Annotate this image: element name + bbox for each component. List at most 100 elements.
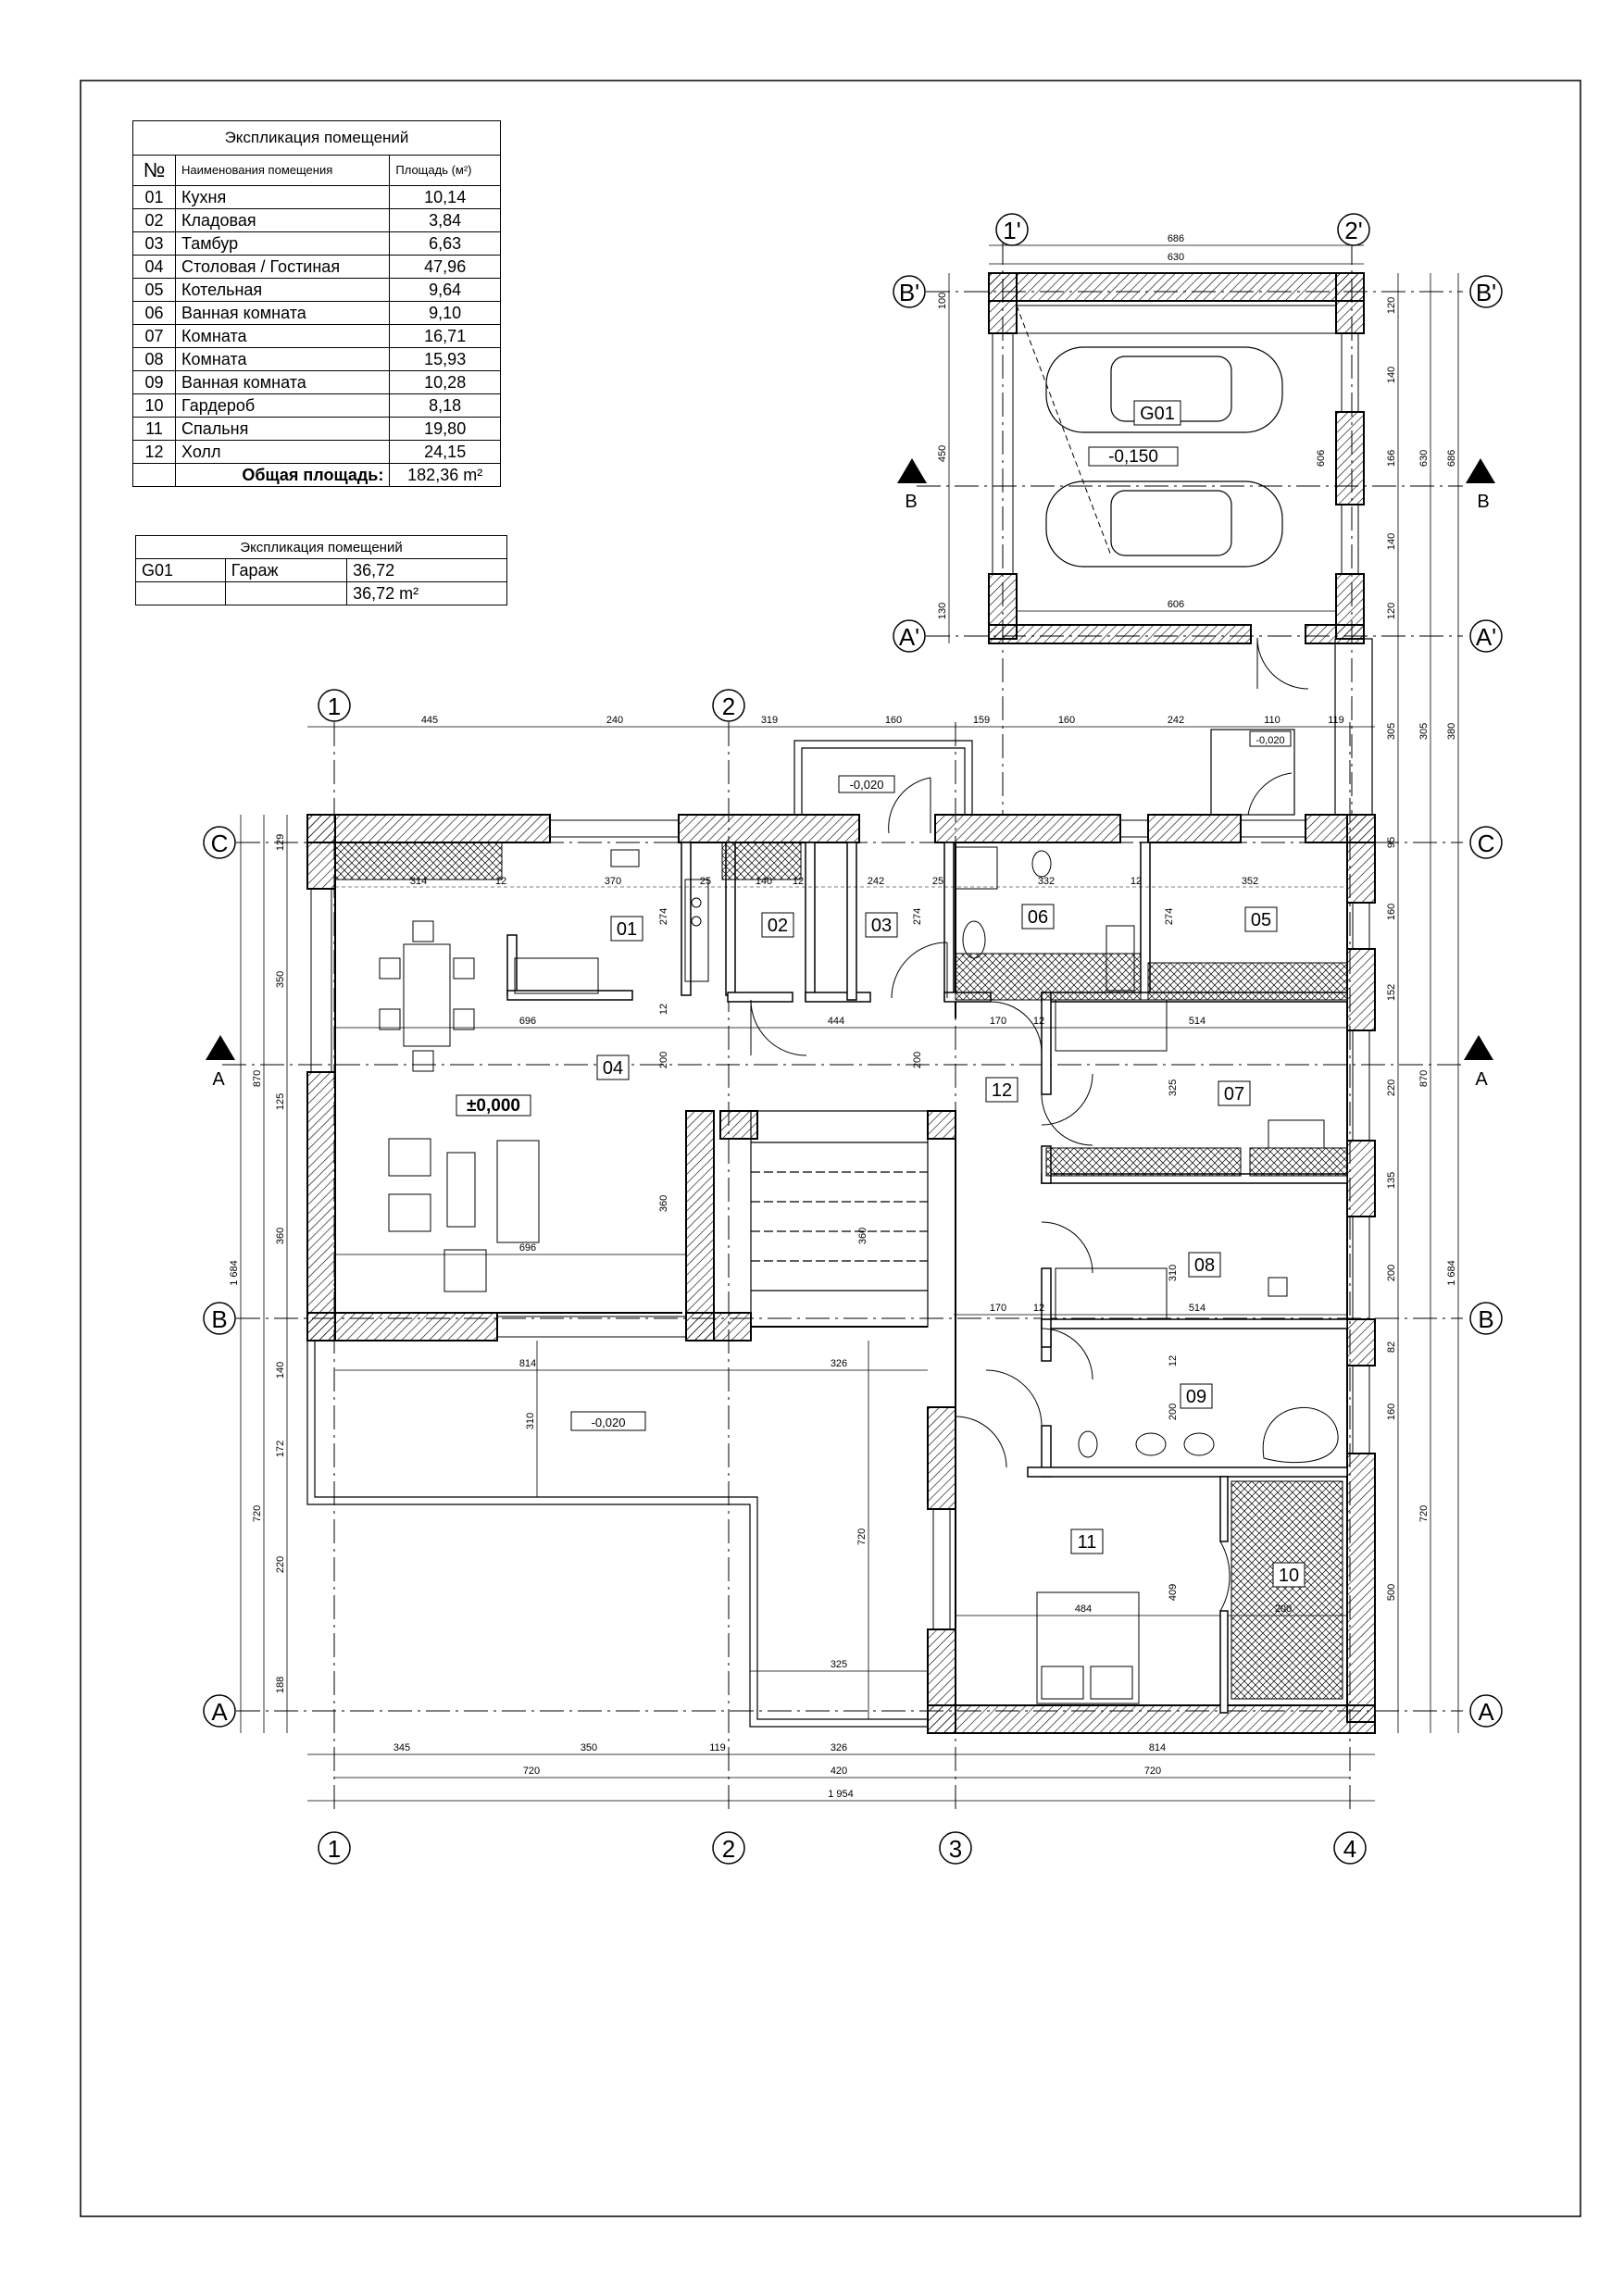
explication-title: Экспликация помещений xyxy=(132,120,501,156)
axis-label-3-bottom: 3 xyxy=(949,1835,962,1863)
dim-right-total: 1 684 xyxy=(1446,1260,1457,1286)
windows xyxy=(310,819,1370,1629)
dim-left-total: 1 684 xyxy=(229,1260,240,1286)
dim-right-0: 95 xyxy=(1386,837,1397,848)
axis-bubble-bp-left xyxy=(893,275,926,308)
dim-in-200c: 200 xyxy=(1168,1404,1179,1420)
row-no: 04 xyxy=(131,255,177,279)
row-area: 3,84 xyxy=(389,208,501,232)
toilet-icon-06 xyxy=(1031,850,1052,878)
axis-bubbles xyxy=(203,213,1503,1865)
dim-in-274a: 274 xyxy=(658,908,669,925)
dim-top-2: 319 xyxy=(761,715,778,726)
row-no: 09 xyxy=(131,370,177,394)
axis-label-bp-right: B' xyxy=(1476,279,1496,306)
axis-label-1-bottom: 1 xyxy=(328,1835,341,1863)
axis-bubble-ap-right xyxy=(1469,619,1503,653)
dim-in-332: 332 xyxy=(1038,876,1055,887)
dim-in-814: 814 xyxy=(519,1358,536,1369)
dim-in-352: 352 xyxy=(1242,876,1258,887)
kitchen-counter-icon xyxy=(514,957,599,994)
sink-icon-09a xyxy=(1135,1432,1167,1456)
row-area: 19,80 xyxy=(389,417,501,441)
section-b-left-marker xyxy=(897,458,927,483)
dim-left-4: 140 xyxy=(275,1362,286,1379)
row-no: 01 xyxy=(131,185,177,209)
axis-bubble-2-top xyxy=(712,689,745,722)
sink-icon-06 xyxy=(962,920,986,959)
dim-garage-right-1: 140 xyxy=(1386,367,1397,383)
dim-bottom1-3: 326 xyxy=(831,1742,847,1753)
dim-bottom1-1: 350 xyxy=(581,1742,597,1753)
dim-in-140: 140 xyxy=(756,876,772,887)
row-no: 08 xyxy=(131,347,177,371)
col-header-name: Наименования помещения xyxy=(175,155,391,186)
dim-left-3: 360 xyxy=(275,1228,286,1244)
row-name: Комната xyxy=(175,347,391,371)
section-a-left-label: A xyxy=(212,1069,225,1090)
col-header-area: Площадь (м²) xyxy=(389,155,501,186)
axis-bubble-c-left xyxy=(203,826,236,859)
room-label-09: 09 xyxy=(1186,1387,1206,1407)
dim-in-370: 370 xyxy=(605,876,621,887)
dim-garage-right-total: 686 xyxy=(1446,450,1457,467)
row-area: 10,28 xyxy=(389,370,501,394)
dim-in-242: 242 xyxy=(868,876,884,887)
explication-table-main: Экспликация помещений № Наименования пом… xyxy=(131,120,501,487)
dim-top-3: 160 xyxy=(885,715,902,726)
dim-right-top-0: 305 xyxy=(1386,723,1397,740)
dim-in-310b: 310 xyxy=(525,1413,536,1429)
dim-in-409: 409 xyxy=(1168,1584,1179,1601)
row-area: 24,15 xyxy=(389,440,501,464)
total-value: 182,36 m² xyxy=(389,463,501,487)
axis-label-4-bottom: 4 xyxy=(1343,1835,1356,1863)
dim-bottom2-1: 420 xyxy=(831,1766,847,1777)
room-label-08: 08 xyxy=(1194,1255,1215,1276)
dim-in-514a: 514 xyxy=(1189,1016,1206,1027)
level-main: ±0,000 xyxy=(467,1096,520,1116)
garage-total-spacer-1 xyxy=(135,581,226,605)
row-no: 05 xyxy=(131,278,177,302)
axis-label-2p: 2' xyxy=(1344,217,1362,244)
dim-garage-right-mid-0: 630 xyxy=(1418,450,1430,467)
row-area: 9,64 xyxy=(389,278,501,302)
dim-in-274c: 274 xyxy=(1164,908,1175,925)
dim-bottom1-4: 814 xyxy=(1149,1742,1166,1753)
axis-bubble-ap-left xyxy=(893,619,926,653)
room-label-01: 01 xyxy=(617,919,637,940)
row-no: 12 xyxy=(131,440,177,464)
dim-in-326: 326 xyxy=(831,1358,847,1369)
axis-label-1-top: 1 xyxy=(328,693,341,720)
row-name: Холл xyxy=(175,440,391,464)
total-row: 36,72 m² xyxy=(135,581,507,605)
bathtub-icon-09 xyxy=(1262,1407,1339,1464)
section-a-left-marker xyxy=(206,1035,235,1060)
row-name: Кладовая xyxy=(175,208,391,232)
section-b-right-label: B xyxy=(1477,492,1489,512)
row-area: 6,63 xyxy=(389,231,501,256)
bed-icon-11 xyxy=(1036,1591,1140,1704)
row-area: 16,71 xyxy=(389,324,501,348)
dim-left-7: 188 xyxy=(275,1677,286,1693)
axis-label-c-right: C xyxy=(1478,830,1495,857)
dim-bottom-total: 1 954 xyxy=(828,1789,854,1800)
axis-label-a-left: A xyxy=(211,1698,228,1726)
explication-table-garage: Экспликация помещений G01 Гараж 36,72 36… xyxy=(135,535,507,605)
room-label-12: 12 xyxy=(992,1080,1012,1101)
dim-in-12a: 12 xyxy=(495,876,506,887)
bed-icon-08 xyxy=(1055,1267,1168,1320)
garage-total-spacer-2 xyxy=(224,581,348,605)
row-name: Спальня xyxy=(175,417,391,441)
dim-garage-left-1: 450 xyxy=(937,445,948,462)
room-label-g01: G01 xyxy=(1140,404,1175,424)
room-label-11: 11 xyxy=(1078,1532,1097,1553)
dim-in-200a: 200 xyxy=(658,1052,669,1068)
